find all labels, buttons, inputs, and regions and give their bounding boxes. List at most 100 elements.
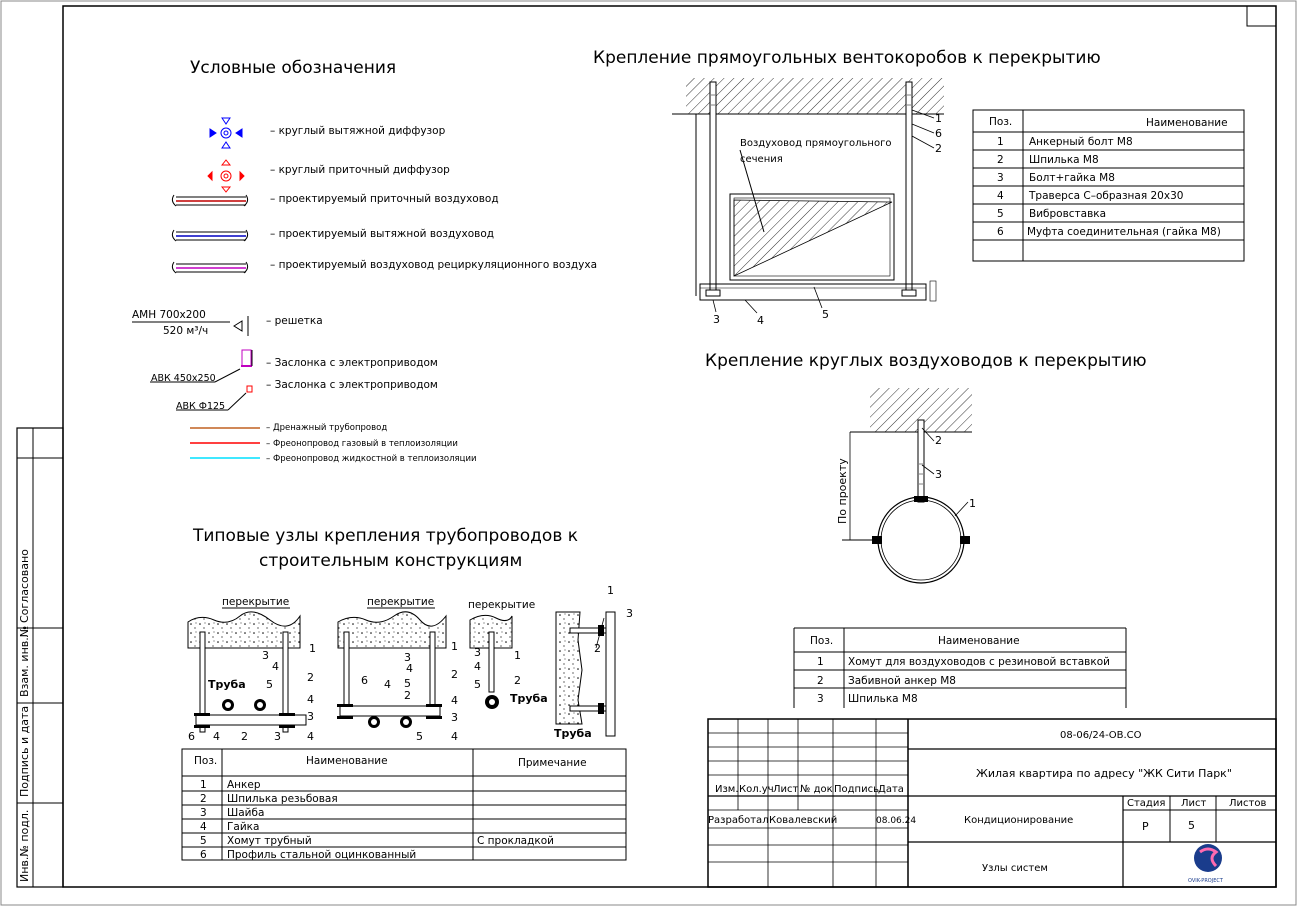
round-mount-title: Крепление круглых воздуховодов к перекры… bbox=[705, 351, 1147, 371]
title-block: Изм. Кол.уч Лист № док Подпись Дата Разр… bbox=[707, 718, 1277, 888]
legend-label-damper-rect: – Заслонка с электроприводом bbox=[266, 357, 438, 369]
rect-duct-mount: Крепление прямоугольных вентокоробов к п… bbox=[593, 48, 1101, 327]
pipe1-callout: 1 bbox=[309, 642, 316, 655]
pipe1-callout: 4 bbox=[213, 730, 220, 743]
pipe1-callout: 4 bbox=[307, 693, 314, 706]
slab-label-2: перекрытие bbox=[367, 596, 434, 608]
round-table-cell: Шпилька М8 bbox=[848, 693, 918, 705]
tb-header-kol: Кол.уч bbox=[739, 784, 774, 795]
legend: Условные обозначения – круглый вытяжной … bbox=[132, 58, 597, 464]
pipe3-callout: 3 bbox=[474, 646, 481, 659]
stamp-inv-orig: Инв.№ подл. bbox=[18, 810, 31, 882]
tb-role: Разработал bbox=[708, 815, 769, 826]
rect-table-cell: Муфта соединительная (гайка М8) bbox=[1027, 226, 1221, 238]
legend-label-grille: – решетка bbox=[266, 315, 323, 327]
round-table-cell: 1 bbox=[817, 656, 824, 668]
rect-table-cell: Шпилька М8 bbox=[1029, 154, 1099, 166]
slab-label-1: перекрытие bbox=[222, 596, 289, 608]
round-callout-3: 3 bbox=[935, 468, 942, 481]
pipe-table-cell: Хомут трубный bbox=[227, 835, 312, 847]
logo-text: OVIK-PROJECT bbox=[1188, 878, 1224, 884]
pipe-table-cell: Шпилька резьбовая bbox=[227, 793, 338, 805]
pipe-label-3: Труба bbox=[510, 692, 548, 705]
legend-label-supply-diffuser: – круглый приточный диффузор bbox=[270, 164, 450, 176]
rect-callout-1: 1 bbox=[935, 112, 942, 125]
pipe-table-cell: С прокладкой bbox=[477, 835, 554, 847]
rect-callout-4: 4 bbox=[757, 314, 764, 327]
stamp-sign-date: Подпись и дата bbox=[18, 706, 31, 797]
pipe-mount: Типовые узлы крепления трубопроводов к с… bbox=[187, 526, 633, 743]
pipe2-callout: 6 bbox=[361, 674, 368, 687]
rect-table-cell: Болт+гайка М8 bbox=[1029, 172, 1115, 184]
legend-label-supply-duct: – проектируемый приточный воздуховод bbox=[270, 193, 499, 205]
duct-label-line2: сечения bbox=[740, 154, 783, 165]
pipe4-callout: 1 bbox=[607, 584, 614, 597]
pipe3-callout: 4 bbox=[474, 660, 481, 673]
pipe4-callout: 3 bbox=[626, 607, 633, 620]
tb-project: Жилая квартира по адресу "ЖК Сити Парк" bbox=[976, 767, 1232, 780]
pipe-table-header-name: Наименование bbox=[306, 755, 388, 767]
legend-label-recirc-duct: – проектируемый воздуховод рециркуляцион… bbox=[270, 259, 597, 271]
legend-label-freon-gas: – Фреонопровод газовый в теплоизоляции bbox=[266, 439, 458, 449]
tb-sheets-label: Листов bbox=[1229, 798, 1266, 809]
pipe-label-1: Труба bbox=[208, 678, 246, 691]
pipe2-callout: 5 bbox=[416, 730, 423, 743]
rect-mount-table: Поз. Наименование 1 Анкерный болт М8 2 Ш… bbox=[972, 109, 1245, 262]
pipe-mount-table: Поз. Наименование Примечание 1 Анкер 2 Ш… bbox=[181, 748, 627, 861]
recirc-duct-icon bbox=[171, 261, 249, 274]
pipe-table-cell: Анкер bbox=[227, 779, 261, 791]
damper-rect-tag: АВК 450х250 bbox=[151, 373, 216, 384]
legend-label-exhaust-diffuser: – круглый вытяжной диффузор bbox=[270, 125, 446, 137]
rect-table-cell: 3 bbox=[997, 172, 1004, 184]
tb-doc-code: 08-06/24-ОВ.СО bbox=[1060, 730, 1142, 741]
rect-table-cell: Траверса С–образная 20х30 bbox=[1028, 190, 1183, 202]
side-stamp: Согласовано Взам. инв.№ Подпись и дата И… bbox=[16, 427, 64, 888]
rect-table-cell: 6 bbox=[997, 226, 1004, 238]
round-table-cell: 2 bbox=[817, 675, 824, 687]
tb-date: 08.06.24 bbox=[876, 816, 916, 826]
round-table-cell: Хомут для воздуховодов с резиновой встав… bbox=[848, 656, 1110, 668]
pipe2-callout: 3 bbox=[451, 711, 458, 724]
exhaust-diffuser-icon bbox=[209, 117, 243, 149]
pipe-table-header-pos: Поз. bbox=[194, 755, 217, 767]
pipe1-callout: 5 bbox=[266, 678, 273, 691]
tb-section: Кондиционирование bbox=[964, 815, 1073, 826]
round-table-header-pos: Поз. bbox=[810, 635, 833, 647]
rect-table-cell: 5 bbox=[997, 208, 1004, 220]
ovik-logo-icon: OVIK-PROJECT bbox=[1188, 844, 1224, 884]
legend-label-drain: – Дренажный трубопровод bbox=[266, 423, 387, 433]
pipe2-callout: 4 bbox=[451, 694, 458, 707]
pipe-table-cell: 6 bbox=[200, 849, 207, 861]
round-callout-2: 2 bbox=[935, 434, 942, 447]
pipe-table-cell: Шайба bbox=[227, 807, 264, 819]
round-callout-1: 1 bbox=[969, 497, 976, 510]
stamp-agreed: Согласовано bbox=[18, 549, 31, 623]
pipe-table-cell: 5 bbox=[200, 835, 207, 847]
legend-label-freon-liquid: – Фреонопровод жидкостной в теплоизоляци… bbox=[266, 454, 477, 464]
grille-icon bbox=[132, 316, 249, 336]
pipe-table-cell: Гайка bbox=[227, 821, 259, 833]
duct-label-line1: Воздуховод прямоугольного bbox=[740, 138, 891, 149]
tb-header-date: Дата bbox=[878, 784, 904, 795]
rect-table-header-name: Наименование bbox=[1146, 117, 1228, 129]
legend-title: Условные обозначения bbox=[190, 58, 396, 78]
pipe-table-cell: 3 bbox=[200, 807, 207, 819]
tb-header-sign: Подпись bbox=[834, 784, 879, 795]
pipe2-callout: 5 bbox=[404, 677, 411, 690]
round-mount-table: Поз. Наименование 1 Хомут для воздуховод… bbox=[793, 627, 1127, 708]
rect-table-header-pos: Поз. bbox=[989, 116, 1012, 128]
pipe1-callout: 2 bbox=[241, 730, 248, 743]
exhaust-duct-icon bbox=[171, 229, 249, 242]
pipe-table-cell: 4 bbox=[200, 821, 207, 833]
pipe2-callout: 2 bbox=[451, 668, 458, 681]
tb-header-izm: Изм. bbox=[715, 784, 739, 795]
round-duct-mount: Крепление круглых воздуховодов к перекры… bbox=[705, 351, 1147, 584]
rect-callout-5: 5 bbox=[822, 308, 829, 321]
pipe-mount-title-line1: Типовые узлы крепления трубопроводов к bbox=[192, 526, 578, 546]
pipe1-callout: 4 bbox=[272, 660, 279, 673]
tb-author: Ковалевский bbox=[769, 815, 837, 826]
corner-box bbox=[1246, 5, 1277, 27]
pipe3-callout: 5 bbox=[474, 678, 481, 691]
